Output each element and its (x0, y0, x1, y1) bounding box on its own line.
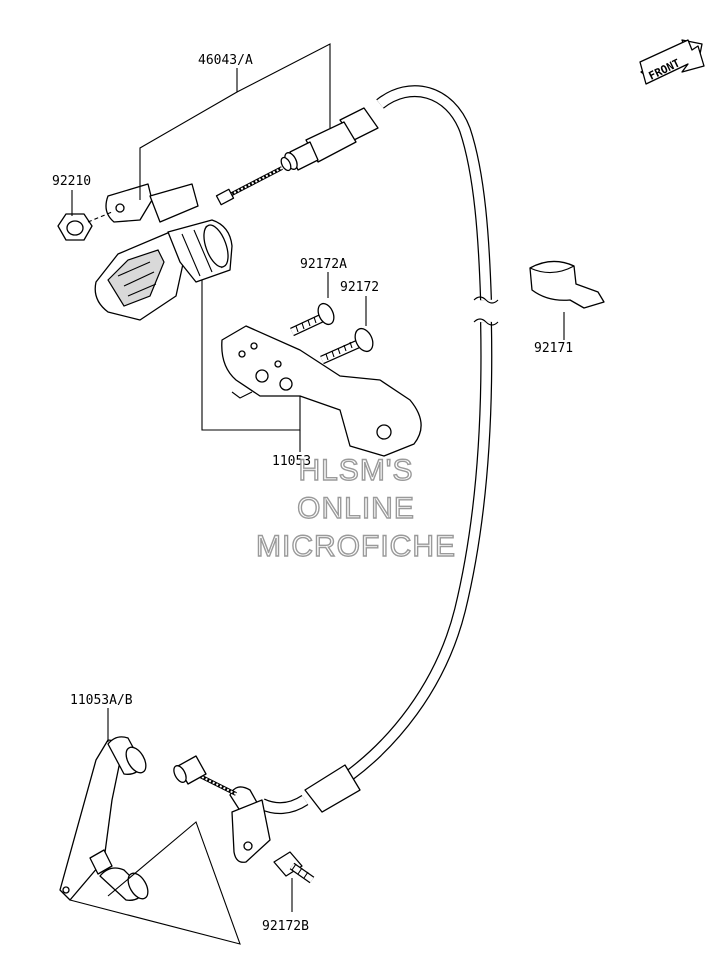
label-11053: 11053 (272, 454, 311, 469)
upper-lever-assembly (94, 183, 233, 321)
lower-lever-11053ab (59, 736, 149, 901)
control-cable (173, 85, 499, 863)
front-arrow-icon: FRONT (639, 39, 705, 85)
watermark-line3: MICROFICHE (256, 530, 456, 563)
label-46043-a: 46043/A (198, 53, 253, 68)
label-92172a: 92172A (300, 257, 347, 272)
leader-lines (69, 43, 565, 945)
watermark-line1: HLSM'S (298, 454, 413, 487)
screw-92172a (290, 302, 335, 337)
bracket-11053 (221, 325, 422, 457)
label-92210: 92210 (52, 174, 91, 189)
watermark: HLSM'S ONLINE MICROFICHE (255, 453, 456, 563)
bolt-92172b (273, 851, 315, 884)
clamp-92171 (529, 260, 605, 309)
label-92172b: 92172B (262, 919, 309, 934)
label-11053ab: 11053A/B (70, 693, 133, 708)
nut-92210 (57, 211, 113, 241)
label-92171: 92171 (534, 341, 573, 356)
screw-92172 (320, 327, 374, 365)
watermark-line2: ONLINE (297, 492, 415, 525)
label-92172: 92172 (340, 280, 379, 295)
